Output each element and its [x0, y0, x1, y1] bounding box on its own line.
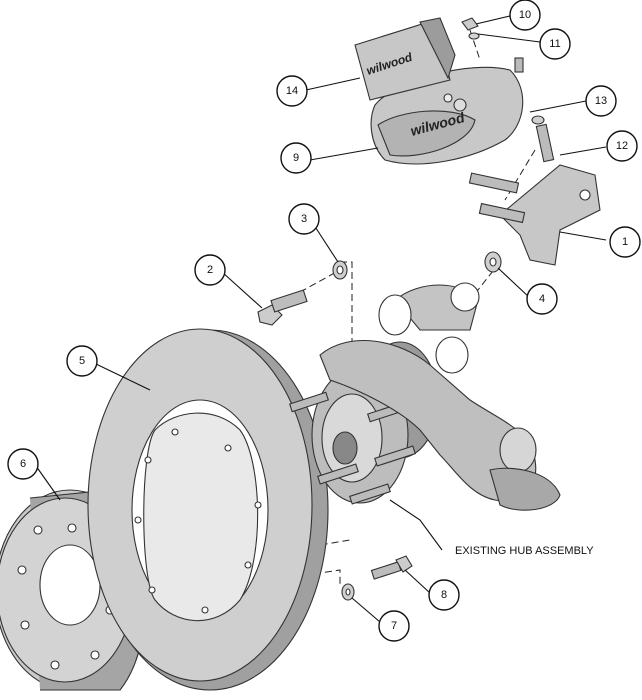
callout-4: 4: [526, 283, 558, 315]
svg-text:4: 4: [539, 293, 545, 305]
callout-7: 7: [378, 610, 410, 642]
svg-text:12: 12: [616, 140, 628, 152]
callout-10: 10: [509, 0, 541, 31]
svg-text:14: 14: [286, 85, 298, 97]
bleeder-screw: [461, 17, 480, 40]
mount-bolt: [257, 289, 308, 326]
callout-13: 13: [585, 85, 617, 117]
svg-text:10: 10: [519, 9, 531, 21]
svg-text:9: 9: [293, 152, 299, 164]
svg-text:8: 8: [441, 589, 447, 601]
callout-14: 14: [276, 75, 308, 107]
callout-9: 9: [280, 142, 312, 174]
caliper: wilwood: [370, 57, 524, 165]
callout-5: 5: [66, 345, 98, 377]
washer-4: [484, 251, 502, 273]
callout-1: 1: [609, 226, 641, 258]
callout-2: 2: [194, 254, 226, 286]
svg-text:7: 7: [391, 620, 397, 632]
washer-7: [341, 583, 355, 601]
svg-text:2: 2: [207, 264, 213, 276]
spindle-knuckle: [319, 282, 561, 511]
callout-8: 8: [428, 579, 460, 611]
callout-6: 6: [7, 448, 39, 480]
svg-text:5: 5: [79, 355, 85, 367]
svg-text:11: 11: [549, 38, 560, 50]
bolt-8: [370, 555, 413, 580]
callout-11: 11: [539, 28, 571, 60]
brake-pad: wilwood: [354, 17, 456, 101]
callout-12: 12: [606, 130, 638, 162]
svg-text:6: 6: [20, 458, 26, 470]
svg-text:1: 1: [622, 236, 628, 248]
callout-3: 3: [288, 203, 320, 235]
bridge-bolt: [531, 115, 555, 163]
existing-hub-label: EXISTING HUB ASSEMBLY: [455, 545, 594, 557]
washer-3: [332, 260, 348, 280]
caliper-bracket: [468, 164, 601, 266]
rotor: [87, 328, 329, 691]
svg-text:3: 3: [301, 213, 307, 225]
svg-text:13: 13: [595, 95, 607, 107]
